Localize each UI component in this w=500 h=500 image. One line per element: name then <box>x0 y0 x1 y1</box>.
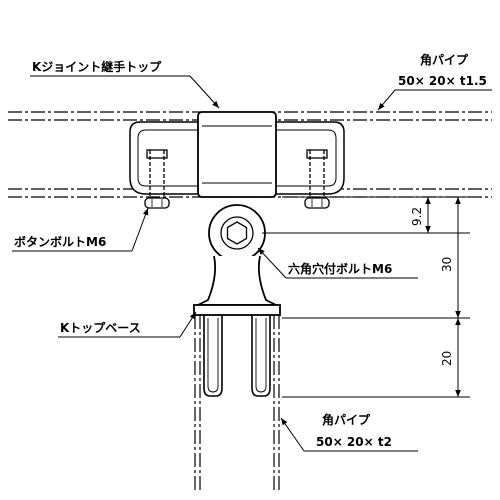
dimension-20: 20 <box>440 351 454 366</box>
label-bottom-pipe-name: 角パイプ <box>322 412 371 427</box>
bottom-vertical-pipe <box>194 315 280 492</box>
base-legs <box>203 315 271 397</box>
label-button-bolt: ボタンボルトM6 <box>14 234 106 249</box>
leader-lines <box>12 75 492 452</box>
label-hex-bolt: 六角穴付ボルトM6 <box>288 261 392 276</box>
dimension-30: 30 <box>440 257 454 272</box>
dimension-9-2: 9.2 <box>410 207 424 226</box>
joint-top-block <box>197 111 277 198</box>
hex-socket-bolt <box>208 204 266 262</box>
right-button-bolt <box>304 149 330 209</box>
left-button-bolt <box>144 149 170 209</box>
label-k-top-base: Kトップベース <box>60 320 141 335</box>
label-bottom-pipe-spec: 50× 20× t2 <box>316 435 392 449</box>
label-joint-top: Kジョイント継手トップ <box>32 59 162 74</box>
label-top-pipe-name: 角パイプ <box>420 52 469 67</box>
dimension-lines <box>262 196 470 398</box>
k-top-base <box>193 255 281 316</box>
label-top-pipe-spec: 50× 20× t1.5 <box>398 74 487 88</box>
